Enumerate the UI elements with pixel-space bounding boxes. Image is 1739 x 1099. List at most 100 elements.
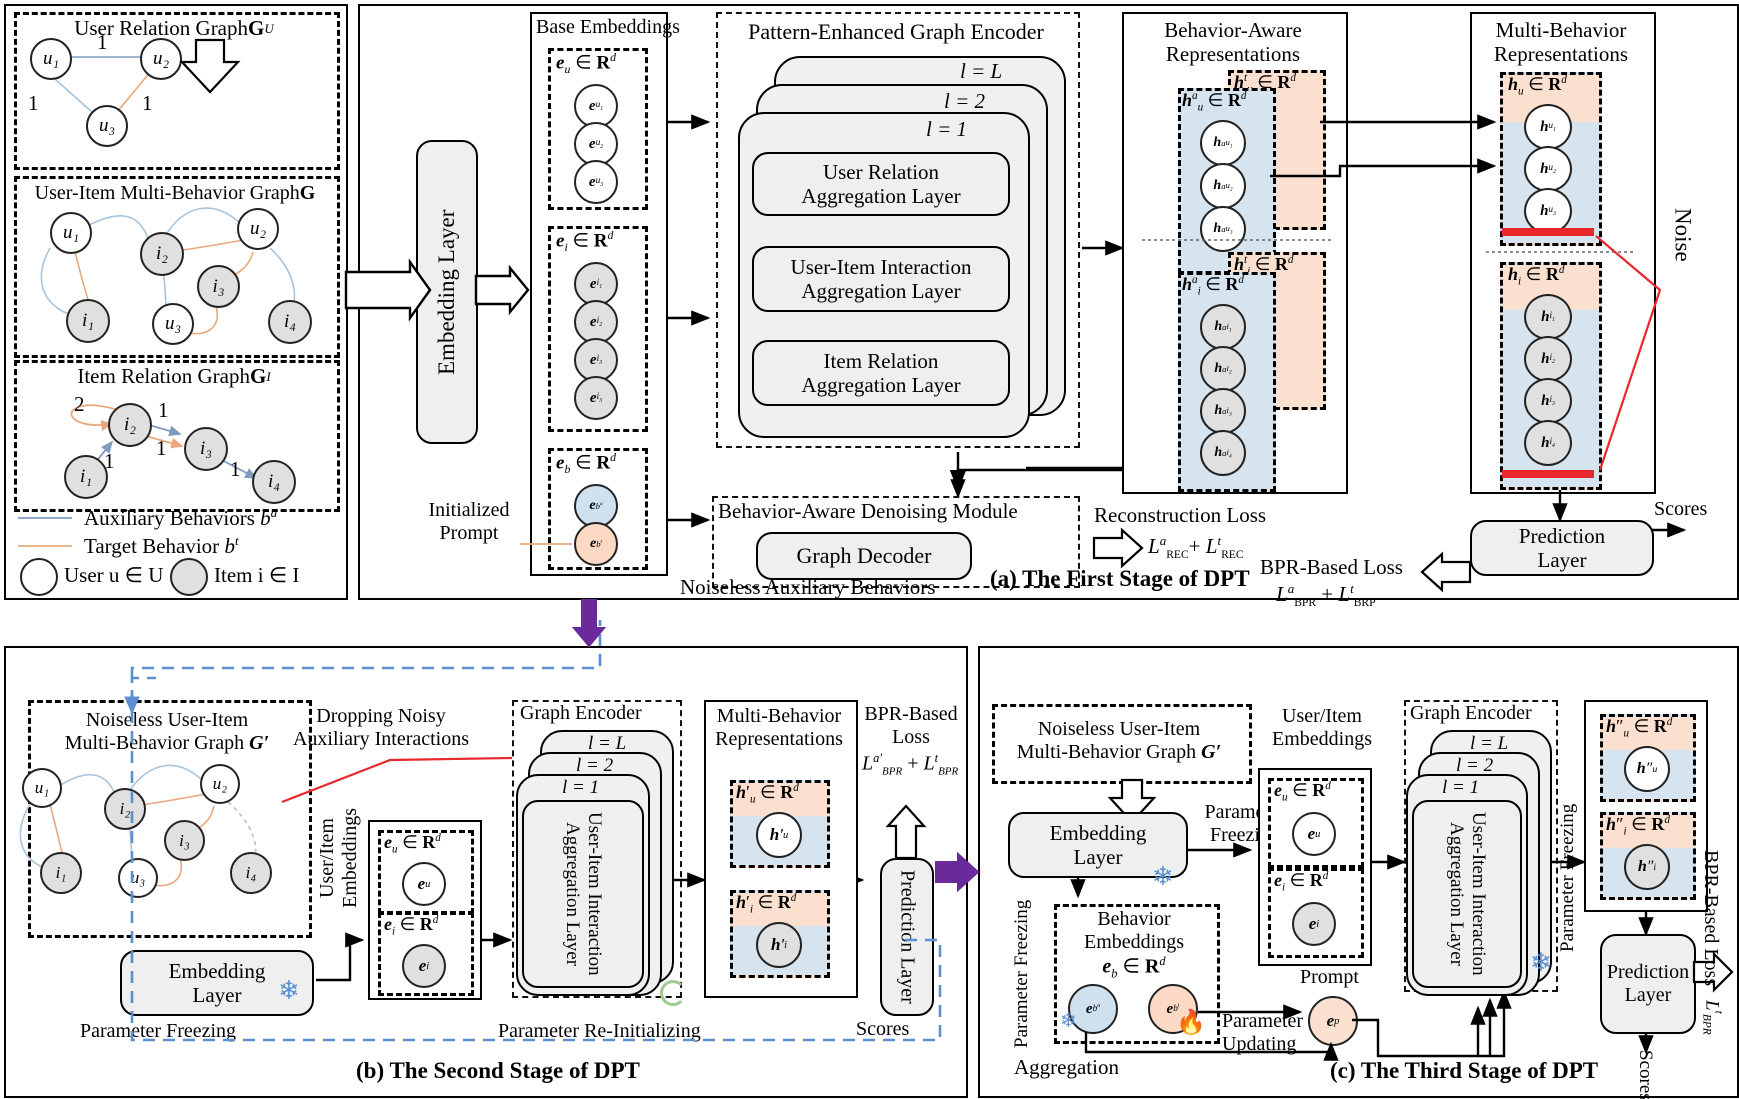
hi-t-label: hti ∈ Rd xyxy=(1234,254,1294,278)
eb-group xyxy=(548,448,648,570)
irg-weight-1a: 1 xyxy=(158,398,169,422)
snowflake-icon-c1: ❄ xyxy=(1152,862,1174,891)
uig-node-u3: u₃ xyxy=(152,303,194,345)
scores-label-a: Scores xyxy=(1654,498,1708,520)
multi-behavior-title-b: Multi-Behavior Representations xyxy=(715,705,843,750)
nl-node-i2: i₂ xyxy=(104,788,146,830)
bpr-label-b: BPR-Based Loss xyxy=(864,703,958,748)
reinit-icon-b xyxy=(660,980,686,1006)
irg-node-i3: i₃ xyxy=(184,427,228,471)
eu-group xyxy=(548,48,648,210)
initialized-prompt-label: Initialized Prompt xyxy=(428,499,510,544)
irg-title-sup: I xyxy=(266,368,271,384)
aggregation-label-c: Aggregation xyxy=(1014,1055,1119,1079)
recon-loss-label: Reconstruction Loss xyxy=(1094,503,1267,527)
denoising-module-title: Behavior-Aware Denoising Module xyxy=(718,499,1018,523)
param-freezing-label-c2: Parameter Freezing xyxy=(1011,899,1032,1048)
agg-layer-b[interactable]: User-Item Interaction Aggregation Layer xyxy=(522,800,644,988)
recon-loss-formula: LaREC+ LtREC xyxy=(1148,533,1244,562)
base-embeddings-title: Base Embeddings xyxy=(536,16,680,38)
bpr-formula-a: LaBPR + LtBRP xyxy=(1276,581,1376,610)
nl-node-u1: u₁ xyxy=(22,768,62,808)
nl-node-u3: u₃ xyxy=(118,858,158,898)
graph-decoder-box[interactable]: Graph Decoder xyxy=(756,532,972,580)
hu-dp-node: h″u xyxy=(1624,746,1670,792)
param-freezing-label-b: Parameter Freezing xyxy=(80,1020,237,1042)
hi-dp-node: h″i xyxy=(1624,844,1670,890)
uig-node-u2: u₂ xyxy=(237,208,279,250)
noiseless-graph-title: Noiseless User-Item Multi-Behavior Graph… xyxy=(64,709,270,754)
noiseless-aux-label: Noiseless Auxiliary Behaviors xyxy=(680,575,936,599)
eu-label-b: eu ∈ Rd xyxy=(384,832,441,856)
embedding-layer-c[interactable]: Embedding Layer xyxy=(1008,812,1188,878)
legend-target-label: Target Behavior bt xyxy=(84,533,239,558)
irg-weight-1d: 1 xyxy=(230,457,241,481)
prediction-layer-a[interactable]: Prediction Layer xyxy=(1470,520,1654,576)
snowflake-icon-b: ❄ xyxy=(278,976,300,1005)
param-reinit-label-b: Parameter Re-Initializing xyxy=(498,1020,701,1042)
encoder-layer-L-label: l = L xyxy=(960,59,1003,83)
hu-prime-node: h′u xyxy=(756,812,802,858)
noise-label: Noise xyxy=(1670,208,1696,262)
uig-node-i4: i₄ xyxy=(268,300,312,344)
scores-label-c: Scores xyxy=(1634,1050,1656,1099)
user-relation-agg-layer[interactable]: User Relation Aggregation Layer xyxy=(752,152,1010,216)
irg-node-i1: i₁ xyxy=(64,455,108,499)
embedding-layer-a[interactable]: Embedding Layer xyxy=(416,140,478,444)
uig-node-i3: i₃ xyxy=(197,265,240,308)
multi-behavior-rep-title-a: Multi-Behavior Representations xyxy=(1493,17,1629,66)
user-item-graph-title: User-Item Multi-Behavior Graph G xyxy=(20,180,330,206)
bpr-label-c: BPR-Based Loss xyxy=(1700,850,1722,987)
user-item-graph-box xyxy=(14,176,340,358)
scores-label-b: Scores xyxy=(856,1018,910,1040)
bpr-formula-c: LtBPR xyxy=(1700,1000,1726,1035)
urg-node-u2: u₂ xyxy=(140,38,182,80)
c-layer-2-label: l = 2 xyxy=(1456,755,1494,776)
behavior-aware-rep-title: Behavior-Aware Representations xyxy=(1164,17,1302,66)
user-item-agg-layer[interactable]: User-Item Interaction Aggregation Layer xyxy=(752,246,1010,312)
pattern-encoder-title: Pattern-Enhanced Graph Encoder xyxy=(748,18,1044,44)
irg-weight-1c: 1 xyxy=(104,449,115,473)
param-updating-label-c: Parameter Updating xyxy=(1222,1010,1304,1055)
urg-weight-1: 1 xyxy=(97,30,108,54)
urg-weight-3: 1 xyxy=(142,91,153,115)
hu-label: hu ∈ Rd xyxy=(1508,74,1567,98)
agg-layer-c[interactable]: User-Item Interaction Aggregation Layer xyxy=(1412,800,1522,988)
ei-group xyxy=(548,226,648,432)
embedding-layer-b-label: Embedding Layer xyxy=(168,958,266,1007)
nl-node-u2: u₂ xyxy=(200,764,240,804)
irg-node-i2: i₂ xyxy=(108,403,152,447)
item-relation-agg-layer[interactable]: Item Relation Aggregation Layer xyxy=(752,340,1010,406)
user-item-embeddings-label-b: User/Item Embeddings xyxy=(316,808,361,908)
urg-title-text: User Relation Graph xyxy=(74,16,249,41)
urg-title-sup: U xyxy=(264,20,274,36)
user-item-emb-label-c: User/Item Embeddings xyxy=(1272,705,1372,750)
c-layer-1-label: l = 1 xyxy=(1442,777,1480,798)
prediction-layer-c[interactable]: Prediction Layer xyxy=(1600,934,1696,1034)
hi-a-label: hai ∈ Rd xyxy=(1182,274,1244,298)
hi-prime-label: h′i ∈ Rd xyxy=(736,892,797,916)
panel-b-caption: (b) The Second Stage of DPT xyxy=(356,1058,640,1083)
prediction-layer-b[interactable]: Prediction Layer xyxy=(880,858,934,1016)
hi-label: hi ∈ Rd xyxy=(1508,264,1565,288)
urg-title-sym: G xyxy=(248,16,265,41)
uig-node-i1: i₁ xyxy=(66,299,110,343)
